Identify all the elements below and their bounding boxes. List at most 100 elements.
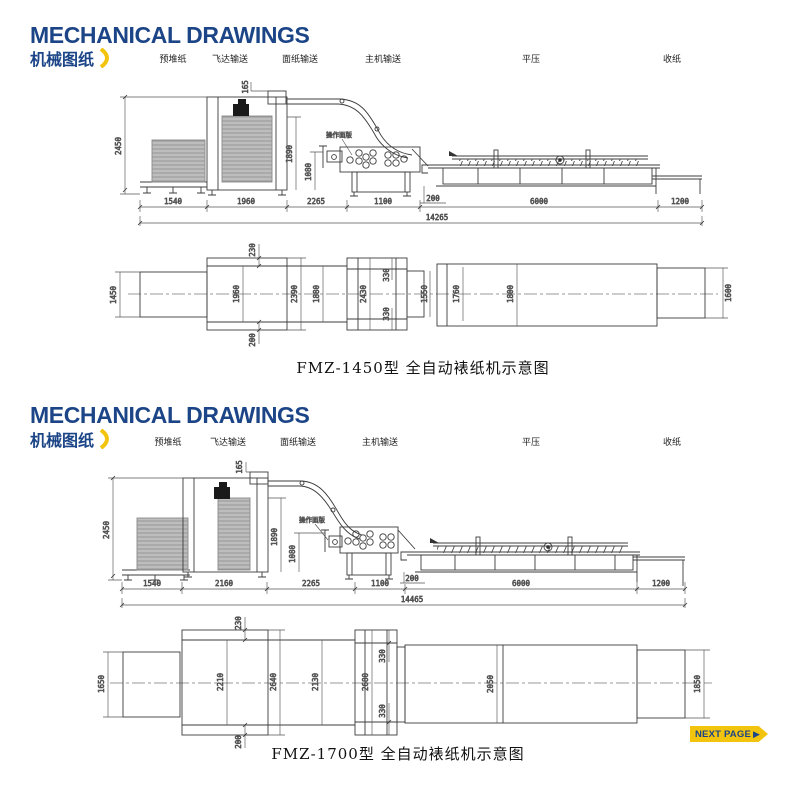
- dim-plan-top-inset: 230: [234, 616, 243, 630]
- part-label-main-conveyor: 主机输送: [361, 437, 399, 447]
- dim-w2: 2160: [215, 579, 234, 588]
- dim-plan-edge-top: 330: [382, 268, 391, 282]
- feeder-tower: [182, 477, 269, 573]
- dim-plan-roller: 2430: [359, 284, 368, 303]
- paper-stack: [217, 497, 251, 571]
- dim-plan-s2: 1760: [452, 284, 461, 303]
- dim-plan-edge-top: 330: [378, 649, 387, 663]
- dim-total: 14465: [401, 595, 424, 604]
- part-label-facepaper-conveyor: 面纸输送: [279, 437, 317, 447]
- roller-stand: [346, 552, 392, 576]
- dim-w3: 2265: [302, 579, 320, 588]
- side-view-fmz-1700: 2450 165 1890 1080 操作面版 200 1540 2160 22…: [102, 460, 688, 608]
- dim-plan-s1: 1550: [420, 284, 429, 303]
- plan-view-fmz-1700: 1650 230 2210 200 2640 2130 2680 330 330…: [97, 615, 712, 749]
- machine-side-outline: [122, 471, 685, 586]
- dim-plan-feeder: 2390: [290, 284, 299, 303]
- caption-fmz-1450: FMZ-1450型 全自动裱纸机示意图: [296, 359, 550, 377]
- dim-plan-left: 1450: [109, 285, 118, 304]
- dim-w4: 1100: [371, 579, 390, 588]
- feeder-head: [214, 487, 230, 499]
- side-dimensions: 2450 165 1890 1080 操作面版 200 1540 1960 22…: [114, 80, 705, 226]
- feeder-tower: [206, 96, 288, 191]
- section1-subtitle: 机械图纸: [30, 52, 95, 69]
- machine-plan-outline: [139, 257, 706, 331]
- dim-plan-edge-bottom: 330: [382, 307, 391, 321]
- yellow-chevron-icon: [99, 429, 109, 449]
- dim-height: 2450: [114, 136, 123, 155]
- part-label-feeder-conveyor: 飞达输送: [209, 437, 247, 447]
- top-box: [249, 471, 269, 485]
- section1-part-labels: 预堆纸 飞达输送 面纸输送 主机输送 平压 收纸: [0, 52, 800, 66]
- paper-stack: [136, 517, 189, 571]
- part-label-flat-press: 平压: [521, 54, 541, 64]
- dim-step-200: 200: [405, 574, 419, 583]
- roller-unit: [339, 146, 421, 173]
- section2-subtitle-wrap: 机械图纸: [30, 427, 113, 451]
- plan-dimensions: 1450 230 1960 200 2390 1880 2430 330 330…: [109, 242, 734, 347]
- yellow-chevron-icon: [99, 48, 109, 68]
- caption-fmz-1700: FMZ-1700型 全自动裱纸机示意图: [271, 745, 525, 763]
- dim-plan-mid: 1880: [312, 284, 321, 303]
- dim-w5: 6000: [530, 197, 549, 206]
- dim-plan-roller: 2680: [361, 672, 370, 691]
- dim-w6: 1200: [652, 579, 671, 588]
- dim-w3: 2265: [307, 197, 325, 206]
- part-label-prestack: 预堆纸: [154, 437, 182, 447]
- section2-subtitle: 机械图纸: [30, 433, 95, 450]
- delivery-arm: [652, 168, 702, 194]
- part-label-delivery: 收纸: [662, 437, 682, 447]
- machine-side-outline: [140, 90, 702, 197]
- delivery-arm: [633, 555, 685, 586]
- dim-plan-right: 1850: [693, 674, 702, 693]
- dim-plan-bottom-inset: 200: [234, 735, 243, 749]
- dim-plan-left: 1650: [97, 674, 106, 693]
- dim-plan-right: 1600: [724, 283, 733, 302]
- dim-plan-edge-bottom: 330: [378, 704, 387, 718]
- machine-plan-outline: [122, 629, 686, 736]
- dim-w2: 1960: [237, 197, 256, 206]
- part-label-main-conveyor: 主机输送: [364, 54, 402, 64]
- dim-w1: 1540: [143, 579, 162, 588]
- dim-plan-mid: 2130: [311, 672, 320, 691]
- dim-total: 14265: [426, 213, 449, 222]
- flat-press: [428, 155, 660, 169]
- panel-callout: 操作面版: [299, 515, 326, 524]
- feeder-head: [233, 104, 249, 116]
- roller-unit: [339, 526, 399, 554]
- dim-165: 165: [241, 80, 250, 94]
- flat-press: [407, 542, 640, 556]
- dim-1080: 1080: [288, 544, 297, 563]
- dim-165: 165: [235, 460, 244, 474]
- dim-plan-bottom-inset: 200: [248, 333, 257, 347]
- part-label-feeder-conveyor: 飞达输送: [211, 54, 249, 64]
- part-label-flat-press: 平压: [521, 437, 541, 447]
- part-label-prestack: 预堆纸: [159, 54, 187, 64]
- dim-plan-top-inset: 230: [248, 243, 257, 257]
- dim-1890: 1890: [270, 527, 279, 546]
- dim-1080: 1080: [304, 162, 313, 181]
- dim-plan-feeder: 2640: [269, 672, 278, 691]
- curve-conveyor: [287, 98, 413, 156]
- next-page-button[interactable]: NEXT PAGE ▶: [690, 726, 768, 742]
- side-view-fmz-1450: 2450 165 1890 1080 操作面版 200 1540 1960 22…: [114, 80, 705, 226]
- panel-callout: 操作面版: [326, 130, 353, 139]
- dim-height: 2450: [102, 520, 111, 539]
- section1-title: MECHANICAL DRAWINGS: [30, 22, 310, 48]
- section2-title: MECHANICAL DRAWINGS: [30, 402, 310, 428]
- dim-w4: 1100: [374, 197, 393, 206]
- dim-step-200: 200: [426, 194, 440, 203]
- dim-1890: 1890: [285, 144, 294, 163]
- side-dimensions: 2450 165 1890 1080 操作面版 200 1540 2160 22…: [102, 460, 688, 608]
- curve-conveyor: [268, 480, 363, 536]
- section2-part-labels: 预堆纸 飞达输送 面纸输送 主机输送 平压 收纸: [0, 435, 800, 449]
- dim-w6: 1200: [671, 197, 690, 206]
- section1-subtitle-wrap: 机械图纸: [30, 46, 113, 70]
- plan-view-fmz-1450: 1450 230 1960 200 2390 1880 2430 330 330…: [109, 242, 734, 347]
- part-label-facepaper-conveyor: 面纸输送: [281, 54, 319, 64]
- next-page-label: NEXT PAGE: [695, 728, 751, 740]
- top-box: [267, 90, 287, 105]
- paper-stack: [151, 139, 206, 183]
- dim-plan-press: 1800: [506, 284, 515, 303]
- dim-plan-inner: 1960: [232, 284, 241, 303]
